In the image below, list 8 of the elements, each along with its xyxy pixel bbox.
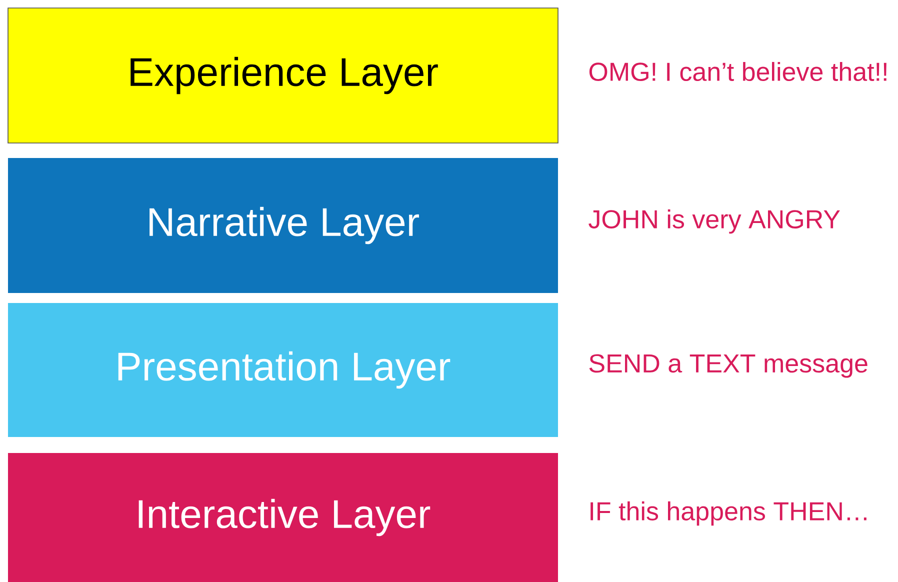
layer-box: Interactive Layer: [8, 453, 558, 582]
layer-box: Experience Layer: [8, 8, 558, 144]
side-note: SEND a TEXT message: [589, 354, 868, 378]
layer-box: Narrative Layer: [8, 158, 558, 293]
side-note: OMG! I can’t believe that!!: [589, 62, 886, 82]
layer-box: Presentation Layer: [8, 303, 558, 437]
side-note: IF this happens THEN…: [590, 501, 866, 526]
side-note: JOHN is very ANGRY: [588, 209, 840, 234]
